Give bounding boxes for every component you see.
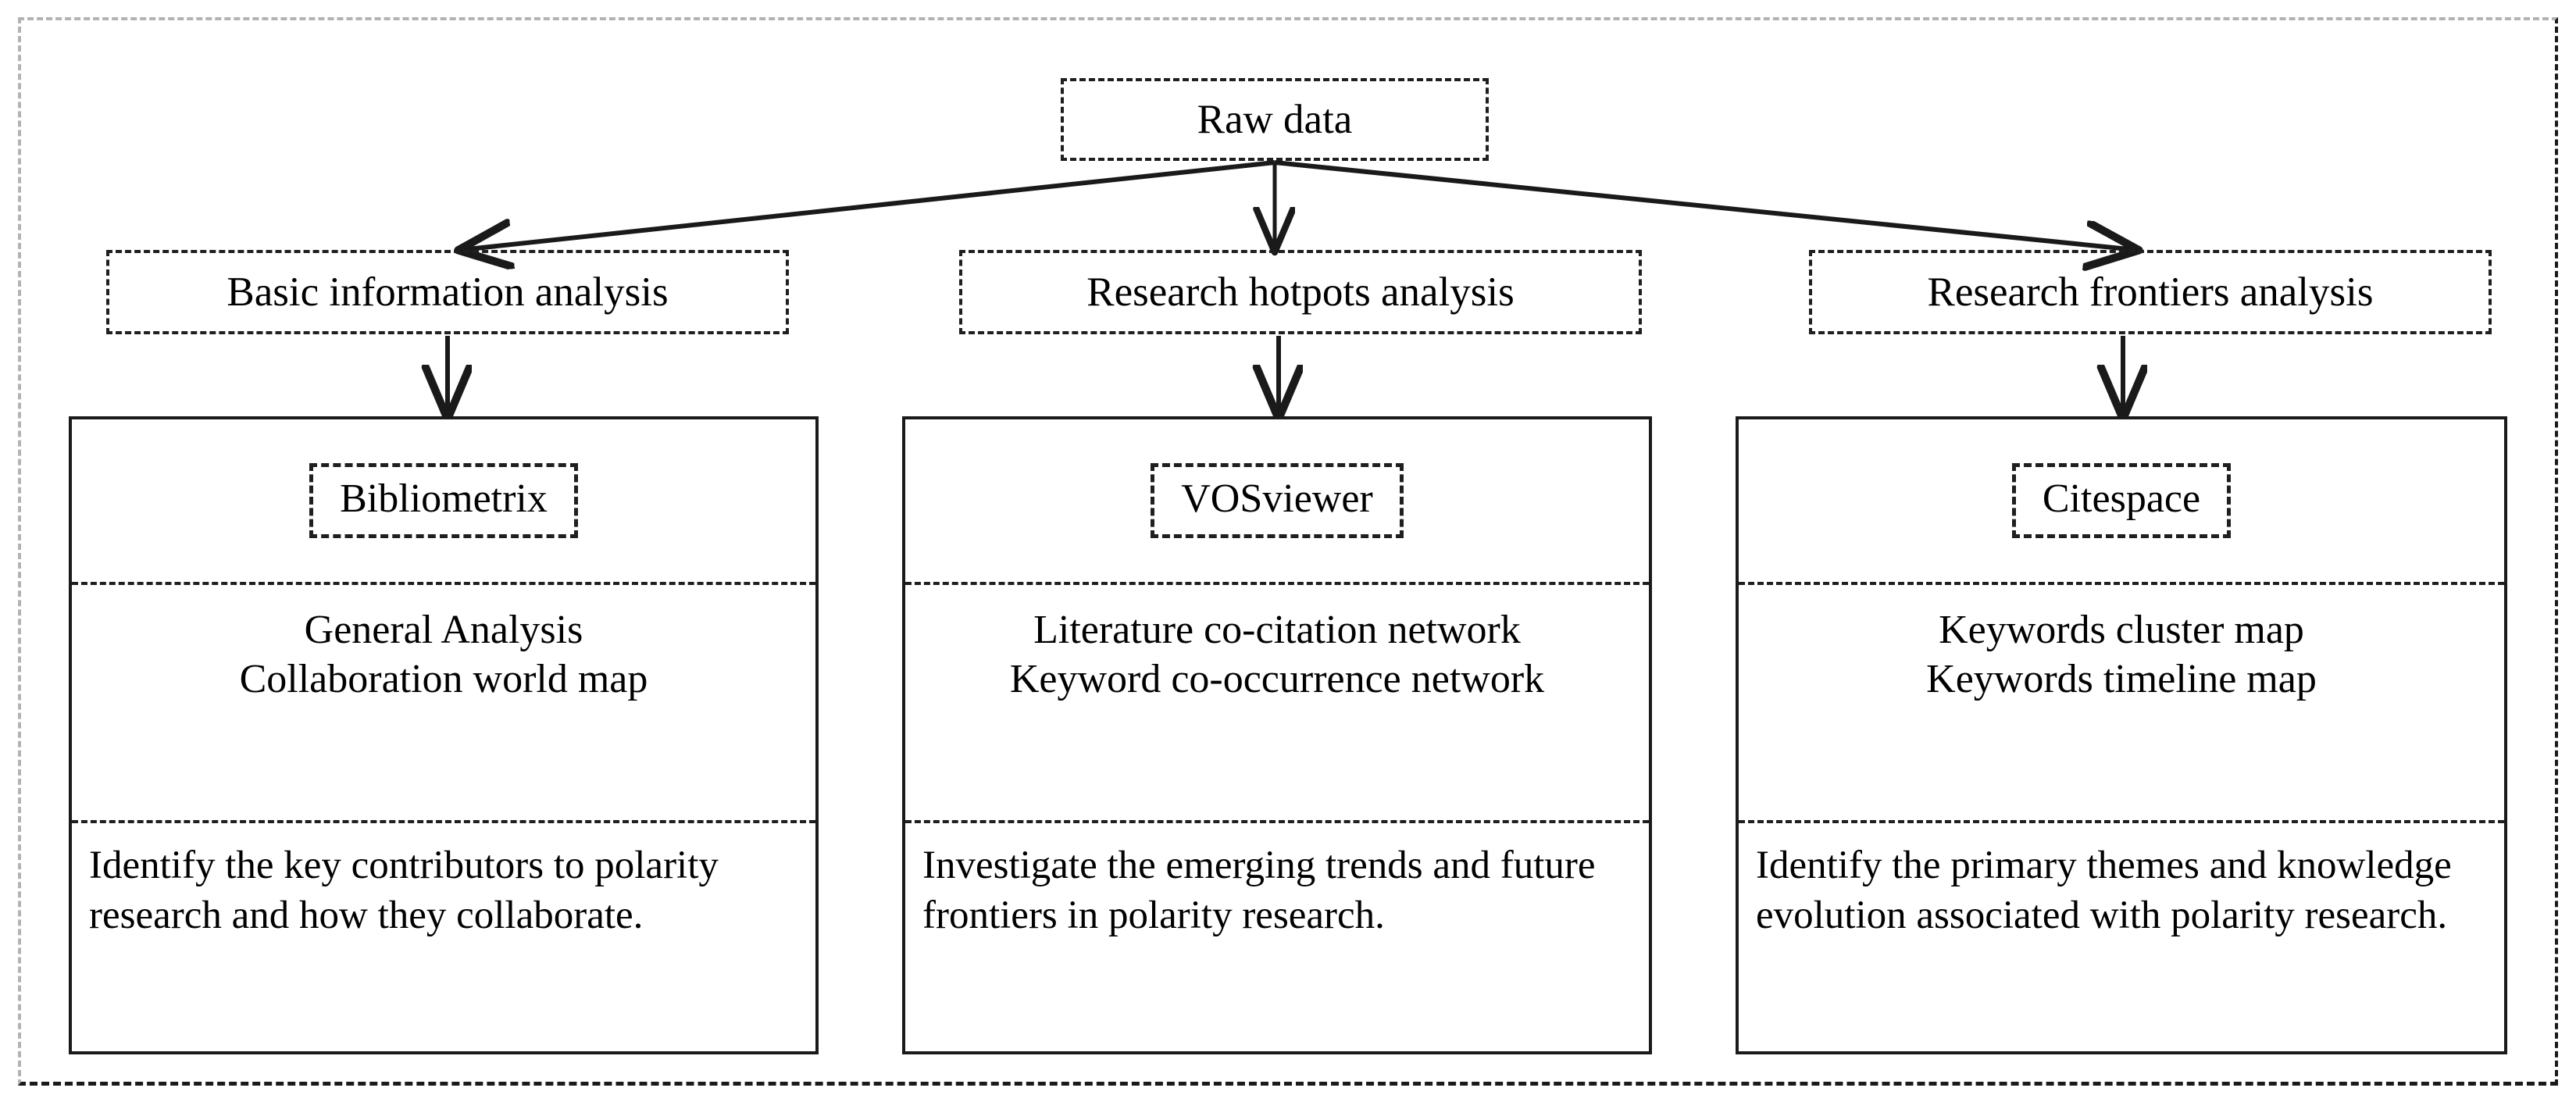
tool-chip-bibliometrix: Bibliometrix [309, 462, 578, 539]
output-item: Literature co-citation network [1033, 608, 1521, 652]
node-research-frontiers-analysis: Research frontiers analysis [1809, 250, 2492, 334]
panel-bibliometrix-goal: Identify the key contributors to polarit… [89, 844, 719, 938]
panel-citespace-tool-section: Citespace [1739, 419, 2504, 585]
panel-vosviewer-tool-section: VOSviewer [905, 419, 1649, 585]
output-item: General Analysis [304, 608, 583, 652]
node-research-frontiers-analysis-label: Research frontiers analysis [1927, 269, 2374, 315]
panel-citespace-outputs: Keywords cluster map Keywords timeline m… [1739, 585, 2504, 823]
panel-bibliometrix: Bibliometrix General Analysis Collaborat… [69, 416, 819, 1054]
panel-vosviewer-outputs: Literature co-citation network Keyword c… [905, 585, 1649, 823]
panel-vosviewer-goal: Investigate the emerging trends and futu… [922, 844, 1596, 938]
panel-citespace-goal: Identify the primary themes and knowledg… [1756, 844, 2452, 938]
panel-bibliometrix-tool-section: Bibliometrix [72, 419, 815, 585]
outer-dashed-frame [18, 17, 2558, 1086]
node-research-hotpots-analysis: Research hotpots analysis [959, 250, 1642, 334]
panel-vosviewer: VOSviewer Literature co-citation network… [902, 416, 1652, 1054]
tool-chip-vosviewer: VOSviewer [1151, 462, 1404, 539]
panel-bibliometrix-outputs: General Analysis Collaboration world map [72, 585, 815, 823]
node-research-hotpots-analysis-label: Research hotpots analysis [1086, 269, 1515, 315]
output-item: Collaboration world map [239, 657, 648, 702]
output-item: Keyword co-occurrence network [1009, 657, 1545, 702]
panel-citespace: Citespace Keywords cluster map Keywords … [1736, 416, 2507, 1054]
tool-chip-citespace: Citespace [2011, 462, 2232, 539]
node-basic-information-analysis: Basic information analysis [106, 250, 789, 334]
output-item: Keywords timeline map [1926, 657, 2317, 702]
node-basic-information-analysis-label: Basic information analysis [227, 269, 669, 315]
output-item: Keywords cluster map [1939, 608, 2304, 652]
node-raw-data-label: Raw data [1197, 96, 1353, 142]
node-raw-data: Raw data [1061, 78, 1489, 161]
